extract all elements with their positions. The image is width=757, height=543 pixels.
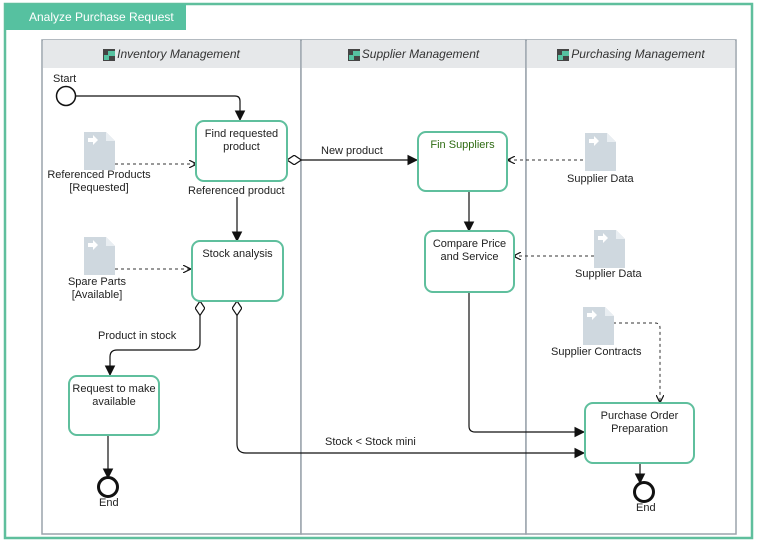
- flow-stock-to-request: [110, 301, 200, 375]
- task-request-to-make-available[interactable]: Request to make available: [68, 375, 160, 436]
- flow-start-to-find: [76, 95, 246, 122]
- start-event[interactable]: [55, 85, 77, 107]
- task-fin-suppliers[interactable]: Fin Suppliers: [417, 131, 508, 192]
- data-object-spare-parts-label: Spare Parts [Available]: [67, 276, 127, 301]
- data-object-supplier-data-2-label: Supplier Data: [575, 268, 642, 280]
- lane-process-icon: [347, 48, 360, 61]
- lane-title-inventory: Inventory Management: [117, 47, 240, 61]
- pool-frame: [3, 2, 754, 540]
- data-object-referenced-products-icon[interactable]: [84, 132, 115, 170]
- data-object-spare-parts-icon[interactable]: [84, 237, 115, 275]
- data-object-supplier-data-2-icon[interactable]: [594, 230, 625, 268]
- data-object-supplier-contracts-label: Supplier Contracts: [551, 346, 642, 358]
- flow-stock-to-order: [237, 301, 584, 453]
- task-purchase-order-preparation[interactable]: Purchase Order Preparation: [584, 402, 695, 464]
- lane-title-supplier: Supplier Management: [361, 47, 480, 61]
- assoc-contracts-to-order: [613, 322, 660, 402]
- lane-process-icon: [103, 48, 116, 61]
- flow-label-referenced-product: Referenced product: [188, 185, 285, 197]
- flow-label-stock-mini: Stock < Stock mini: [325, 436, 416, 448]
- lane-header-inventory: Inventory Management: [43, 40, 300, 68]
- start-event-label: Start: [53, 73, 77, 85]
- flow-label-product-in-stock: Product in stock: [98, 330, 177, 342]
- end-event-left-label: End: [99, 497, 119, 509]
- end-event-right-label: End: [636, 502, 656, 514]
- data-object-supplier-contracts-icon[interactable]: [583, 307, 614, 345]
- task-stock-analysis[interactable]: Stock analysis: [191, 240, 284, 302]
- data-object-supplier-data-icon[interactable]: [585, 133, 616, 171]
- flow-label-new-product: New product: [321, 145, 383, 157]
- end-event-right[interactable]: [633, 481, 655, 503]
- lane-header-supplier: Supplier Management: [302, 40, 525, 68]
- data-object-supplier-data-label: Supplier Data: [567, 173, 634, 185]
- lane-process-icon: [557, 48, 570, 61]
- lane-title-purchasing: Purchasing Management: [571, 47, 705, 61]
- pool-title: Analyze Purchase Request: [5, 4, 186, 30]
- data-object-referenced-products-label: Referenced Products [Requested]: [47, 169, 151, 194]
- task-find-requested-product[interactable]: Find requested product: [195, 120, 288, 182]
- lane-header-purchasing: Purchasing Management: [527, 40, 735, 68]
- end-event-left[interactable]: [97, 476, 119, 498]
- task-compare-price-and-service[interactable]: Compare Price and Service: [424, 230, 515, 293]
